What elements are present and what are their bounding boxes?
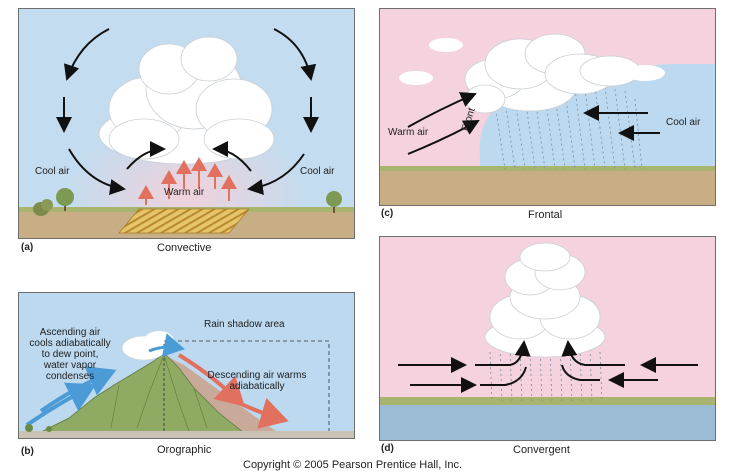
warm-air-label: Warm air	[164, 187, 205, 198]
circulation-arrow	[63, 28, 110, 81]
circulation-arrow	[68, 148, 126, 195]
tree-icon	[25, 424, 33, 432]
descending-air-arrow	[228, 396, 289, 429]
warm-air-label: Warm air	[388, 127, 429, 138]
circulation-arrow	[273, 28, 317, 81]
descending-air-label: Descending air warms adiabatically	[207, 370, 307, 392]
panel-letter-a: (a)	[21, 242, 34, 253]
rising-arrow	[561, 364, 600, 381]
warm-air-arrow	[407, 92, 477, 128]
cumulus-cloud	[98, 36, 275, 165]
circulation-arrow	[126, 141, 166, 170]
caption-orographic: Orographic	[157, 444, 212, 456]
warm-air-arrow	[407, 120, 480, 155]
ascending-air-arrow	[39, 366, 117, 413]
grass-strip	[380, 397, 715, 405]
small-cloud	[625, 65, 665, 81]
ground	[19, 431, 354, 438]
tree-icon	[46, 426, 52, 432]
ground	[380, 169, 715, 205]
rising-arrow	[480, 366, 527, 386]
ground	[380, 402, 715, 440]
descending-air-arrow	[177, 353, 245, 407]
small-cloud	[399, 71, 433, 85]
cool-air-label-right: Cool air	[300, 166, 335, 177]
frontal-cloud	[464, 33, 641, 114]
orographic-illustration	[19, 331, 354, 438]
copyright-notice: Copyright © 2005 Pearson Prentice Hall, …	[243, 459, 463, 471]
circulation-arrow	[247, 153, 305, 195]
bush-icon	[33, 199, 53, 216]
circulation-arrow	[212, 141, 252, 172]
cool-air-label-left: Cool air	[35, 166, 70, 177]
tree-icon	[326, 191, 342, 213]
tree-icon	[56, 188, 74, 211]
ascending-air-arrow	[25, 382, 97, 427]
panel-convective: Cool air Cool air Warm air	[18, 8, 355, 239]
cool-air-label: Cool air	[666, 117, 701, 128]
towering-cloud	[484, 242, 606, 358]
caption-frontal: Frontal	[528, 209, 563, 221]
rain-shadow-label: Rain shadow area	[204, 319, 285, 330]
rising-arrow	[561, 340, 625, 366]
panel-convergent	[379, 236, 716, 441]
ascending-air-arrow	[148, 333, 185, 357]
rising-arrow	[475, 340, 531, 366]
caption-convergent: Convergent	[513, 444, 570, 456]
panel-letter-d: (d)	[381, 443, 394, 454]
heated-field	[118, 208, 250, 234]
convergent-illustration	[380, 242, 715, 440]
panel-frontal: Warm air Cool air Front	[379, 8, 716, 206]
panel-letter-c: (c)	[381, 208, 394, 219]
small-cloud	[429, 38, 463, 52]
convective-illustration	[19, 28, 354, 238]
grass-strip	[380, 166, 715, 171]
frontal-illustration	[380, 33, 715, 205]
mountain-ridges	[110, 354, 208, 432]
ascending-air-label: Ascending air cools adiabatically to dew…	[29, 327, 111, 382]
panel-orographic: Ascending air cools adiabatically to dew…	[18, 292, 355, 439]
panel-letter-b: (b)	[21, 446, 34, 457]
rising-warm-air-arrows	[138, 157, 237, 205]
caption-convective: Convective	[157, 242, 212, 254]
